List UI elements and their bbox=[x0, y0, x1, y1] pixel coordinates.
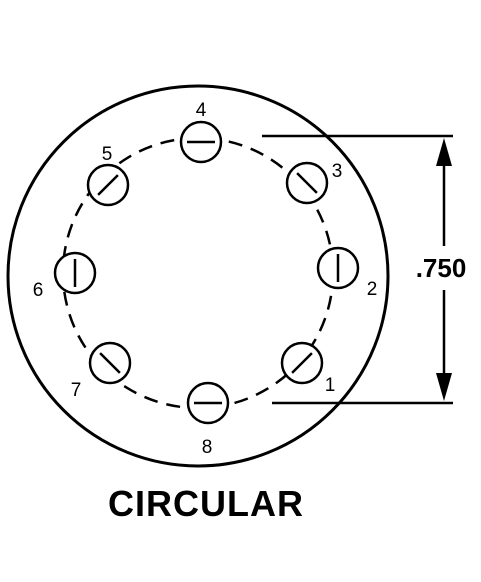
pin-7-label: 7 bbox=[71, 380, 82, 401]
dimension-arrowhead-up bbox=[436, 138, 452, 166]
pin-1-keyway bbox=[291, 352, 313, 374]
pin-3-keyway bbox=[296, 172, 318, 194]
pin-4-label: 4 bbox=[196, 100, 207, 121]
outer-shell-circle bbox=[6, 84, 390, 468]
pin-group: 1 2 3 4 5 6 7 8 bbox=[33, 100, 378, 458]
dimension-label: .750 bbox=[416, 253, 467, 283]
pin-1-label: 1 bbox=[325, 375, 336, 396]
pin-5-keyway bbox=[97, 174, 119, 196]
pin-3-label: 3 bbox=[332, 161, 343, 182]
pin-7-keyway bbox=[99, 352, 121, 374]
pin-8-label: 8 bbox=[202, 437, 213, 458]
diagram-caption: CIRCULAR bbox=[108, 483, 304, 524]
pin-2-label: 2 bbox=[367, 279, 378, 300]
pin-5-label: 5 bbox=[102, 144, 113, 165]
dimension-arrowhead-down bbox=[436, 373, 452, 401]
pin-6-label: 6 bbox=[33, 280, 44, 301]
